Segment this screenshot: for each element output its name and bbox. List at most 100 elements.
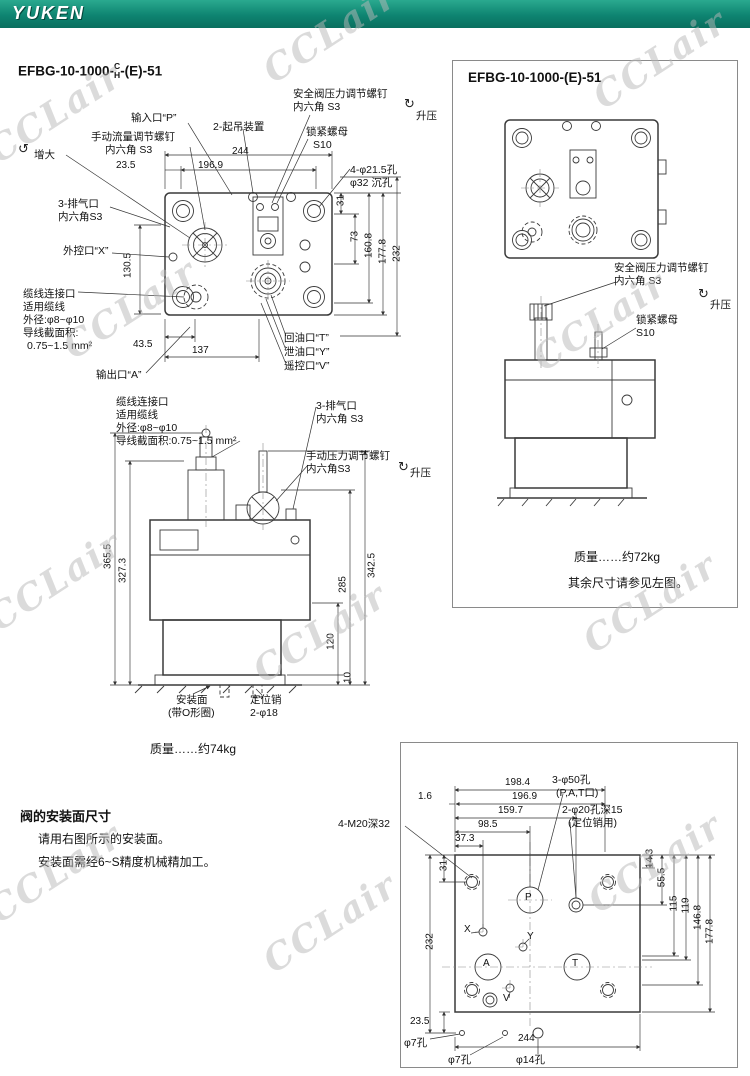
pressure-knob bbox=[246, 443, 280, 530]
callout-inlet-p: 输入口“P” bbox=[131, 112, 177, 124]
right-drawings bbox=[497, 119, 667, 507]
callout-phi14: φ14孔 bbox=[516, 1054, 545, 1066]
right-model-title: EFBG-10-1000-(E)-51 bbox=[468, 70, 602, 85]
m20-hole bbox=[602, 984, 614, 996]
safety-valve-screw bbox=[529, 296, 553, 370]
dim-31: 31 bbox=[335, 194, 347, 207]
dim-10: 10 bbox=[342, 671, 354, 684]
bolt-holes bbox=[172, 200, 325, 308]
left-top-view-dimensions bbox=[134, 151, 401, 362]
mounting-face-drawing bbox=[404, 786, 715, 1056]
rotate-cw-icon: ↻ bbox=[698, 286, 709, 301]
left-front-view bbox=[134, 425, 311, 698]
port-label-p: P bbox=[525, 892, 532, 903]
callout-bolt-holes: 4-φ21.5孔 bbox=[350, 164, 398, 176]
dim-119: 119 bbox=[680, 897, 692, 914]
dowel-hole bbox=[482, 992, 498, 1008]
dim-327-3: 327.3 bbox=[117, 557, 129, 584]
callout-lifting: 2-起吊装置 bbox=[213, 121, 265, 133]
callout-safety-hex-r: 内六角 S3 bbox=[614, 275, 662, 287]
dim-31b: 31 bbox=[438, 859, 450, 872]
dim-160-8: 160.8 bbox=[363, 232, 375, 259]
dim-23-5b: 23.5 bbox=[410, 1016, 430, 1027]
callout-cable-fv-2: 适用缆线 bbox=[116, 409, 158, 421]
callout-vent: 3-排气口 bbox=[58, 198, 99, 210]
dim-177-8b: 177.8 bbox=[704, 918, 716, 945]
mounting-face bbox=[442, 842, 652, 1039]
port-label-t: T bbox=[572, 958, 579, 969]
callout-dowel-size: 2-φ18 bbox=[250, 707, 278, 719]
variant-c: C bbox=[114, 61, 121, 71]
left-front-view-leaders bbox=[192, 406, 317, 696]
mounting-heading: 阀的安装面尺寸 bbox=[20, 809, 112, 824]
callout-vent-fv: 3-排气口 bbox=[316, 400, 357, 412]
dim-342-5: 342.5 bbox=[366, 552, 378, 579]
mounting-dimensions bbox=[425, 786, 715, 1051]
dim-196-9: 196.9 bbox=[198, 160, 224, 171]
callout-pat-ports: (P,A,T口) bbox=[556, 787, 599, 799]
callout-cable-2: 适用缆线 bbox=[23, 301, 65, 313]
callout-dowel-holes: 2-φ20孔深15 bbox=[562, 804, 623, 816]
callout-locknut-size: S10 bbox=[313, 139, 332, 151]
callout-press-hex: 内六角S3 bbox=[306, 463, 351, 475]
dim-146-8: 146.8 bbox=[692, 904, 704, 931]
callout-pat-holes: 3-φ50孔 bbox=[552, 774, 591, 786]
flow-adjust-knob bbox=[521, 169, 559, 207]
callout-increase: 增大 bbox=[34, 149, 55, 161]
cable-gland bbox=[521, 221, 543, 243]
callout-vent-hex: 内六角S3 bbox=[58, 211, 103, 223]
mounting-note-2: 安装面需经6~S精度机械精加工。 bbox=[38, 855, 216, 869]
lifting-eye bbox=[286, 192, 296, 202]
dim-232: 232 bbox=[391, 245, 403, 262]
phi14-hole bbox=[532, 1027, 544, 1039]
callout-cable-fv-3: 外径:φ8~φ10 bbox=[116, 422, 178, 434]
rotate-cw-icon: ↻ bbox=[404, 96, 415, 111]
callout-dowel: 定位销 bbox=[250, 694, 282, 706]
dim-130-5: 130.5 bbox=[122, 252, 134, 279]
mass-74kg: 质量……约74kg bbox=[150, 742, 237, 756]
callout-safety-screw: 安全阀压力调节螺钉 bbox=[293, 88, 388, 100]
right-leaders bbox=[543, 281, 637, 350]
callout-safety-screw-r: 安全阀压力调节螺钉 bbox=[614, 262, 709, 274]
dim-198-4: 198.4 bbox=[505, 777, 531, 788]
dowel-pin bbox=[252, 684, 263, 698]
callout-phi7-b: φ7孔 bbox=[448, 1054, 472, 1066]
dim-55-5: 55.5 bbox=[656, 867, 668, 888]
callout-v-port: 遥控口“V” bbox=[284, 360, 330, 372]
dim-23-5: 23.5 bbox=[116, 160, 136, 171]
callout-flow-screw: 手动流量调节螺钉 bbox=[91, 131, 175, 143]
mounting-leaders bbox=[404, 793, 577, 1056]
callout-locknut-r: 锁紧螺母 bbox=[636, 314, 678, 326]
left-drawings bbox=[65, 114, 401, 698]
phi7-hole bbox=[502, 1030, 508, 1036]
dim-137: 137 bbox=[192, 345, 209, 356]
right-panel-frame bbox=[452, 60, 738, 608]
variant-h: H bbox=[114, 69, 121, 80]
dim-159-7: 159.7 bbox=[498, 805, 524, 816]
m20-hole bbox=[602, 876, 614, 888]
callout-dowel-use: (定位销用) bbox=[568, 817, 617, 829]
brand-bar: YUKEN bbox=[0, 0, 750, 28]
callout-x-port: 外控口“X” bbox=[63, 245, 109, 257]
x-port-hole bbox=[168, 252, 178, 262]
left-top-view bbox=[164, 192, 333, 316]
callout-rise-fv: 升压 bbox=[410, 467, 431, 479]
rotate-cw-icon: ↻ bbox=[398, 459, 409, 474]
phi7-hole bbox=[459, 1030, 465, 1036]
dim-115: 115 bbox=[668, 895, 680, 912]
callout-vent-fv-hex: 内六角 S3 bbox=[316, 413, 364, 425]
port-label-x: X bbox=[464, 924, 471, 935]
m20-hole bbox=[466, 876, 478, 888]
dim-98-5: 98.5 bbox=[478, 819, 498, 830]
dim-14-3: 14.3 bbox=[644, 848, 656, 869]
callout-counterbore: φ32 沉孔 bbox=[350, 177, 393, 189]
callout-cable-fv-1: 缆线连接口 bbox=[116, 396, 169, 408]
left-top-view-leaders bbox=[65, 114, 351, 374]
callout-cable-4: 导线截面积: bbox=[23, 327, 79, 339]
left-front-view-dimensions bbox=[110, 432, 370, 686]
callout-cable-fv-4: 导线截面积:0.75~1.5 mm² bbox=[116, 435, 237, 447]
dim-1-6: 1.6 bbox=[418, 791, 432, 802]
dim-43-5: 43.5 bbox=[133, 339, 153, 350]
